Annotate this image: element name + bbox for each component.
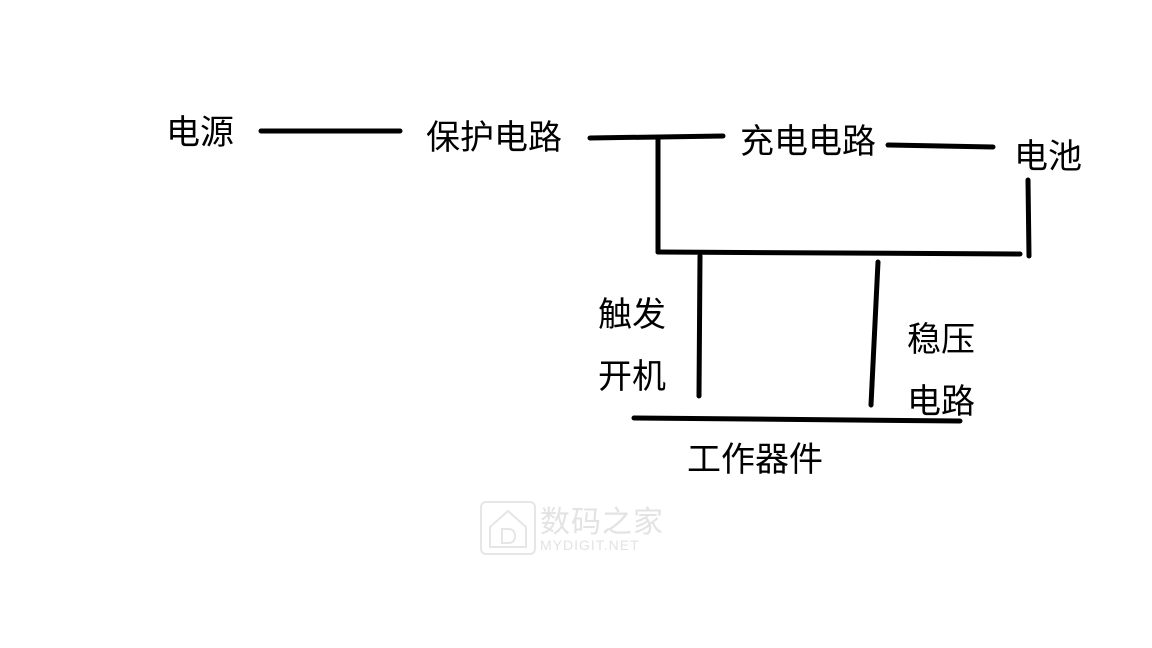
node-charging-circuit: 充电电路 [740, 122, 876, 162]
wire-trigger [696, 253, 703, 399]
watermark: 数码之家 MYDIGIT.NET [478, 497, 678, 557]
node-power-source: 电源 [166, 113, 234, 153]
label-trigger-line1: 触发 [598, 295, 666, 335]
node-working-components: 工作器件 [687, 440, 823, 480]
wire-regulator [868, 259, 881, 408]
wire-battery-down [1025, 177, 1032, 259]
node-battery: 电池 [1014, 137, 1082, 177]
label-regulator-line1: 稳压 [907, 320, 975, 360]
label-regulator-line2: 电路 [907, 382, 975, 422]
wire-working-components [631, 415, 963, 424]
wire-charging-to-battery [885, 142, 996, 150]
node-protection-circuit: 保护电路 [426, 118, 562, 158]
wire-bus [655, 249, 1023, 257]
watermark-cn: 数码之家 [540, 505, 664, 540]
watermark-en: MYDIGIT.NET [540, 537, 640, 553]
house-d-logo-icon [480, 501, 536, 555]
label-trigger-line2: 开机 [598, 357, 666, 397]
